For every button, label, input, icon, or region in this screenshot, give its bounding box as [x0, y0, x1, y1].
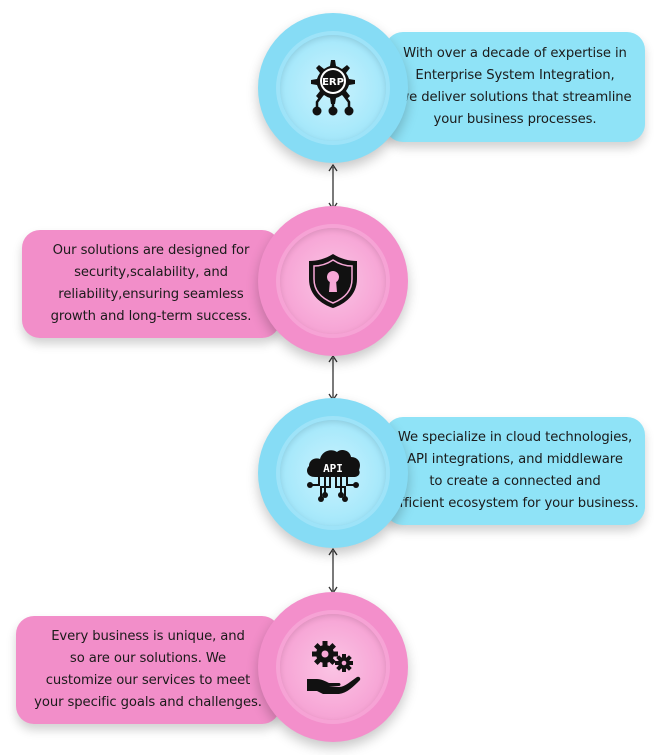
svg-text:API: API — [323, 462, 343, 475]
connector-arrow-1 — [328, 163, 338, 211]
step-1-card: With over a decade of expertise in Enter… — [385, 32, 645, 142]
step-1-inner-circle: ERP — [280, 35, 386, 141]
step-3-card: We specialize in cloud technologies, API… — [385, 417, 645, 525]
step-4-circle — [258, 592, 408, 742]
step-1-text: With over a decade of expertise in Enter… — [398, 46, 632, 127]
shield-lock-icon — [309, 254, 357, 308]
step-2-card: Our solutions are designed for security,… — [22, 230, 280, 338]
step-4-inner-circle — [280, 614, 386, 720]
step-2-text: Our solutions are designed for security,… — [50, 243, 252, 324]
erp-icon: ERP — [311, 60, 355, 116]
step-2-inner-circle — [280, 228, 386, 334]
gears-hand-icon — [307, 641, 361, 694]
step-3-text: We specialize in cloud technologies, API… — [391, 430, 639, 511]
step-3-circle: API — [258, 398, 408, 548]
step-4-card: Every business is unique, and so are our… — [16, 616, 280, 724]
step-4-text: Every business is unique, and so are our… — [34, 629, 262, 710]
connector-arrow-2 — [328, 354, 338, 402]
step-1-circle: ERP — [258, 13, 408, 163]
step-2-circle — [258, 206, 408, 356]
svg-text:ERP: ERP — [322, 77, 344, 88]
step-3-inner-circle: API — [280, 420, 386, 526]
connector-arrow-3 — [328, 547, 338, 595]
cloud-api-icon: API — [307, 449, 361, 502]
